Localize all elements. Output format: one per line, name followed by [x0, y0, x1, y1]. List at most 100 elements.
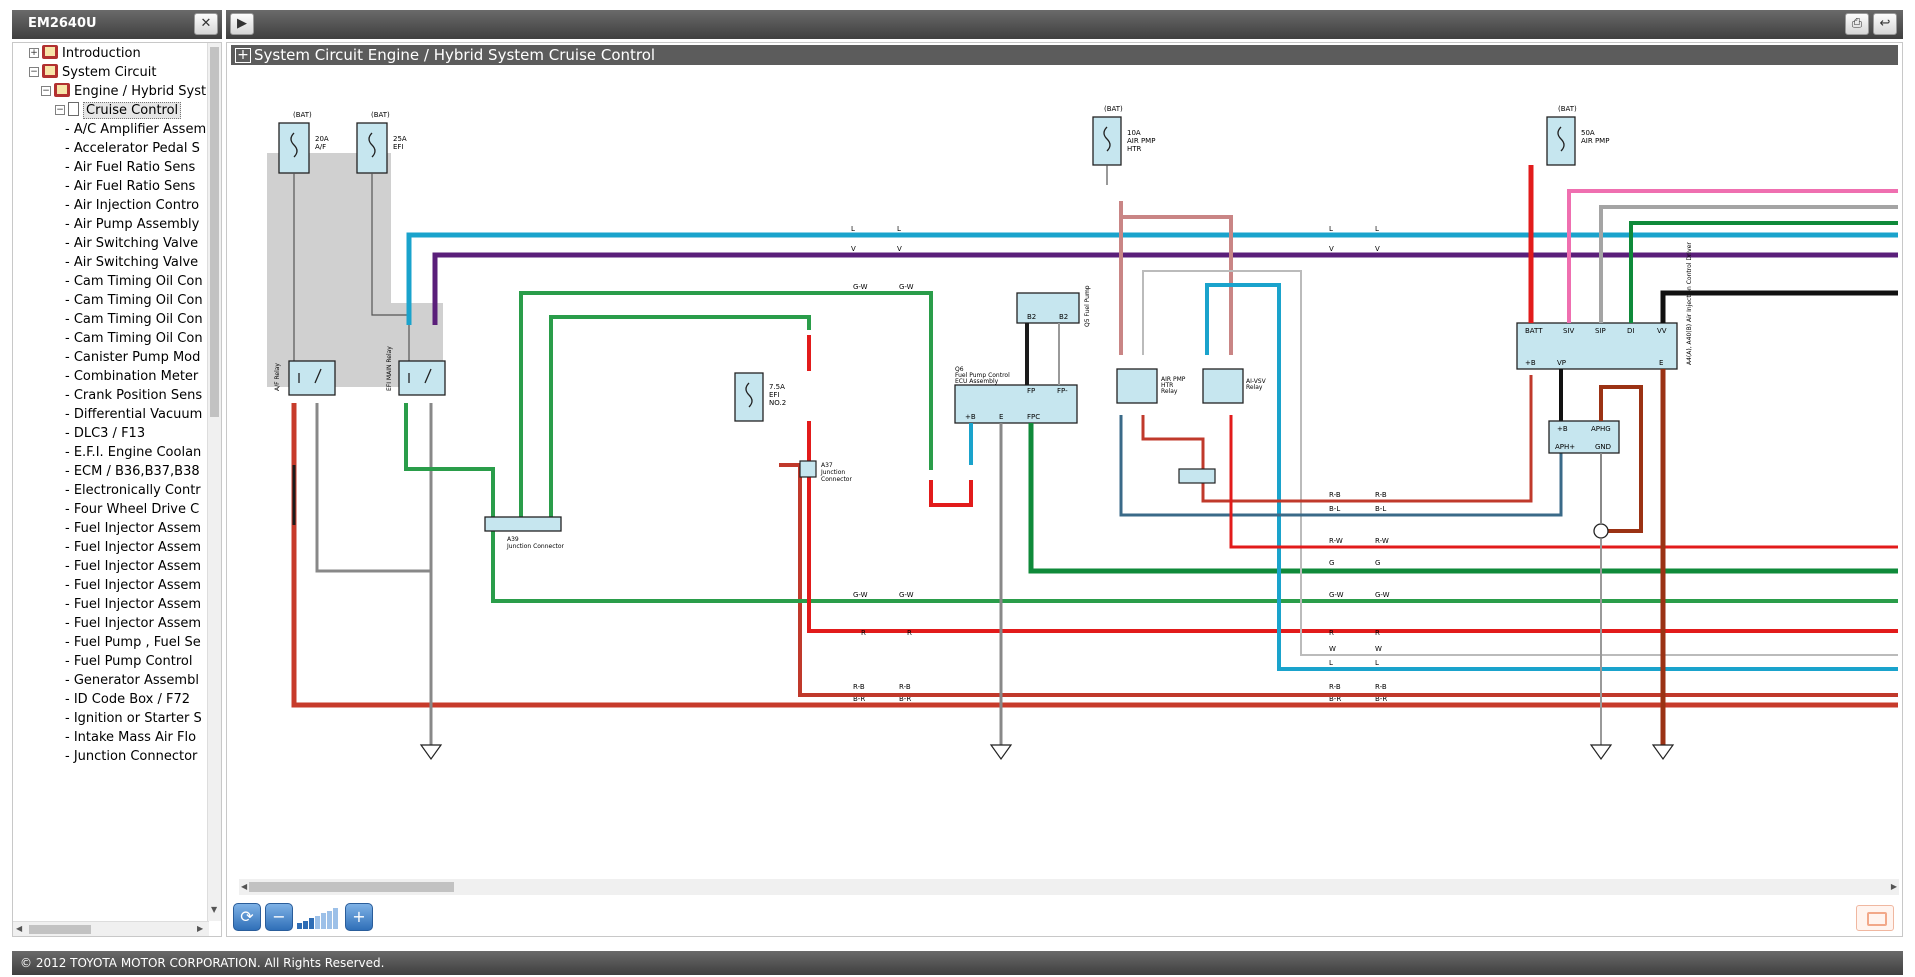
- tree-item[interactable]: - Four Wheel Drive C: [65, 499, 199, 521]
- tree-item[interactable]: - Accelerator Pedal S: [65, 138, 200, 160]
- circuit-diagram[interactable]: (BAT) 20A A/F (BAT) 25A EFI (BAT) 10A AI…: [231, 65, 1898, 877]
- tree-item[interactable]: - A/C Amplifier Assem: [65, 119, 206, 141]
- tree-item[interactable]: - Air Switching Valve: [65, 233, 198, 255]
- zoom-level-bar[interactable]: [315, 915, 320, 929]
- tree-item[interactable]: - Intake Mass Air Flo: [65, 727, 196, 749]
- zoom-level-bar[interactable]: [309, 918, 314, 929]
- tree-item[interactable]: −System Circuit: [29, 62, 156, 84]
- zoom-level-bar[interactable]: [321, 913, 326, 929]
- tree-item[interactable]: −Cruise Control: [55, 100, 182, 122]
- expand-panel-button[interactable]: ▶: [230, 13, 254, 35]
- tree-item[interactable]: - Cam Timing Oil Con: [65, 290, 203, 312]
- scroll-right-icon[interactable]: ▶: [197, 924, 204, 933]
- expand-icon[interactable]: +: [235, 48, 251, 63]
- svg-text:GND: GND: [1595, 443, 1611, 451]
- tree-item[interactable]: - Fuel Pump Control: [65, 651, 192, 673]
- tree-item[interactable]: - ID Code Box / F72: [65, 689, 190, 711]
- tree-item[interactable]: - Fuel Injector Assem: [65, 613, 201, 635]
- air-pmp-htr-relay: AIR PMP HTR Relay: [1116, 368, 1186, 404]
- tree-item[interactable]: - Air Injection Contro: [65, 195, 199, 217]
- tree-hscroll-thumb[interactable]: [29, 925, 91, 934]
- tree-item[interactable]: +Introduction: [29, 43, 141, 65]
- svg-text:10A: 10A: [1127, 129, 1141, 137]
- tree-item[interactable]: - Air Fuel Ratio Sens: [65, 176, 195, 198]
- zoom-level-bar[interactable]: [297, 923, 302, 929]
- zoom-level-indicator[interactable]: [297, 903, 341, 931]
- wire-r-b: [779, 463, 1898, 697]
- tree-item-label: - Accelerator Pedal S: [65, 141, 200, 156]
- tree-item-label: - Air Fuel Ratio Sens: [65, 179, 196, 194]
- tree-item[interactable]: - ECM / B36,B37,B38: [65, 461, 200, 483]
- tree-item[interactable]: - Fuel Injector Assem: [65, 556, 201, 578]
- tree-horizontal-scrollbar[interactable]: ◀ ▶: [13, 921, 209, 936]
- copyright-text: © 2012 TOYOTA MOTOR CORPORATION. All Rig…: [20, 956, 385, 970]
- scroll-down-icon[interactable]: ▼: [211, 905, 218, 914]
- scroll-left-icon[interactable]: ◀: [241, 882, 248, 891]
- svg-text:APH+: APH+: [1555, 443, 1575, 451]
- svg-text:AIR PMP: AIR PMP: [1127, 137, 1155, 145]
- svg-text:R: R: [1329, 629, 1334, 637]
- tree-item[interactable]: - DLC3 / F13: [65, 423, 145, 445]
- tree-item[interactable]: - Canister Pump Mod: [65, 347, 200, 369]
- tree-item[interactable]: - Junction Connector: [65, 746, 197, 768]
- tree-item-label: - Cam Timing Oil Con: [65, 274, 203, 289]
- viewer-horizontal-scrollbar[interactable]: ◀ ▶: [239, 879, 1899, 895]
- svg-text:Junction: Junction: [820, 469, 845, 476]
- tree-item[interactable]: - Fuel Injector Assem: [65, 518, 201, 540]
- svg-text:A39: A39: [507, 536, 519, 543]
- tree-item-label: - DLC3 / F13: [65, 426, 146, 441]
- svg-text:A4(A), A40(B) Air Injection Co: A4(A), A40(B) Air Injection Control Driv…: [1686, 242, 1693, 365]
- tree-item[interactable]: - Fuel Pump , Fuel Se: [65, 632, 201, 654]
- svg-text:R-B: R-B: [1329, 491, 1341, 499]
- comment-icon[interactable]: [1856, 905, 1894, 931]
- tree-item[interactable]: - Fuel Injector Assem: [65, 537, 201, 559]
- tree-vscroll-thumb[interactable]: [210, 47, 219, 417]
- svg-text:+B: +B: [1557, 425, 1568, 433]
- tree-item[interactable]: - E.F.I. Engine Coolan: [65, 442, 201, 464]
- expand-node-icon[interactable]: +: [29, 48, 39, 58]
- tree-item[interactable]: - Crank Position Sens: [65, 385, 202, 407]
- reset-zoom-button[interactable]: ⟳: [233, 903, 261, 931]
- tree-item[interactable]: - Electronically Contr: [65, 480, 201, 502]
- svg-text:SIP: SIP: [1595, 327, 1606, 335]
- tree-item[interactable]: - Generator Assembl: [65, 670, 199, 692]
- tree-item[interactable]: - Air Pump Assembly: [65, 214, 199, 236]
- tree-item[interactable]: - Cam Timing Oil Con: [65, 271, 203, 293]
- svg-text:G-W: G-W: [853, 591, 868, 599]
- tree-item[interactable]: - Differential Vacuum: [65, 404, 202, 426]
- collapse-node-icon[interactable]: −: [55, 105, 65, 115]
- zoom-in-button[interactable]: +: [345, 903, 373, 931]
- tree-item[interactable]: −Engine / Hybrid Syst: [41, 81, 206, 103]
- zoom-level-bar[interactable]: [327, 910, 332, 929]
- tree-item[interactable]: - Fuel Injector Assem: [65, 594, 201, 616]
- svg-text:AI-VSV: AI-VSV: [1246, 378, 1267, 385]
- tree-item[interactable]: - Air Fuel Ratio Sens: [65, 157, 195, 179]
- svg-text:Junction Connector: Junction Connector: [506, 543, 565, 550]
- tree-item[interactable]: - Fuel Injector Assem: [65, 575, 201, 597]
- fuse-efi-no2: 7.5A EFI NO.2: [734, 372, 786, 422]
- scroll-left-icon[interactable]: ◀: [16, 924, 23, 933]
- collapse-node-icon[interactable]: −: [29, 67, 39, 77]
- tree-item[interactable]: - Cam Timing Oil Con: [65, 328, 203, 350]
- tree-item[interactable]: - Cam Timing Oil Con: [65, 309, 203, 331]
- tree-item-label: - Junction Connector: [65, 749, 198, 764]
- close-button[interactable]: ✕: [194, 13, 218, 35]
- left-panel-header: EM2640U ✕: [12, 10, 222, 39]
- svg-text:AIR PMP: AIR PMP: [1161, 376, 1186, 383]
- svg-text:FPC: FPC: [1027, 413, 1040, 421]
- zoom-level-bar[interactable]: [303, 920, 308, 929]
- collapse-node-icon[interactable]: −: [41, 86, 51, 96]
- tree-item[interactable]: - Air Switching Valve: [65, 252, 198, 274]
- print-button[interactable]: ⎙: [1845, 13, 1869, 35]
- tree-item-label: - Combination Meter: [65, 369, 199, 384]
- scroll-right-icon[interactable]: ▶: [1890, 882, 1897, 891]
- tree-item-label: - ECM / B36,B37,B38: [65, 464, 200, 479]
- zoom-level-bar[interactable]: [333, 908, 338, 929]
- back-button[interactable]: ↩: [1873, 13, 1897, 35]
- zoom-out-button[interactable]: −: [265, 903, 293, 931]
- viewer-hscroll-thumb[interactable]: [249, 882, 454, 892]
- tree-item[interactable]: - Combination Meter: [65, 366, 198, 388]
- tree-vertical-scrollbar[interactable]: ▼: [207, 43, 221, 921]
- tree-item[interactable]: - Ignition or Starter S: [65, 708, 202, 730]
- svg-text:G-W: G-W: [899, 591, 914, 599]
